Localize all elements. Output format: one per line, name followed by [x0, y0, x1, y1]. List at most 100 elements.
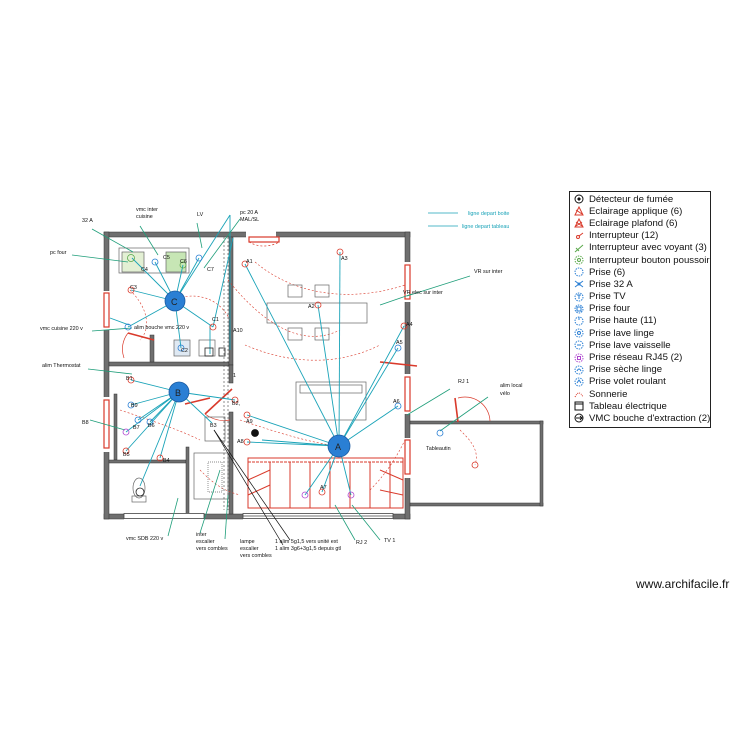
- tag-c3: C3: [130, 285, 137, 291]
- legend-label: Tableau électrique: [589, 400, 667, 412]
- legend-label: Interrupteur (12): [589, 230, 659, 242]
- callout-inter-esc-3: vers combles: [196, 546, 228, 552]
- vmc-vent-icon: [574, 413, 584, 423]
- tag-c5: C5: [163, 255, 170, 261]
- legend-label: Sonnerie: [589, 388, 628, 400]
- legend-label: Prise lave linge: [589, 327, 655, 339]
- legend-label: Interrupteur avec voyant (3): [589, 242, 707, 254]
- push-button-icon: [574, 255, 584, 265]
- callout-vr-elec: VR elec sur inter: [403, 290, 443, 296]
- legend-label: Prise lave vaisselle: [589, 339, 671, 351]
- legend-item: Prise volet roulant: [573, 376, 707, 388]
- tag-c4: C4: [141, 267, 148, 273]
- legend-item: Sonnerie: [573, 388, 707, 400]
- callout-lampe-esc-3: vers combles: [240, 553, 272, 559]
- doors: [103, 236, 491, 475]
- legend-label: Eclairage plafond (6): [589, 217, 678, 229]
- legend-label: Prise haute (11): [589, 315, 657, 327]
- legend-label: Prise sèche linge: [589, 364, 663, 376]
- callout-vmc-inter-1: vmc inter: [136, 207, 158, 213]
- callout-alim-local-1: alim local: [500, 383, 522, 389]
- wall-light-icon: [574, 206, 584, 216]
- smoke-detector-icon: [574, 194, 584, 204]
- callout-vmc-inter-2: cuisine: [136, 214, 153, 220]
- windows: [123, 513, 394, 519]
- legend: Détecteur de fumée Eclairage applique (6…: [569, 191, 711, 428]
- legend-item: Prise lave vaisselle: [573, 339, 707, 351]
- circuit-b-label: B: [175, 388, 181, 398]
- switch-icon: [576, 232, 584, 239]
- plan-labels: ligne depart boite ligne depart tableau …: [40, 207, 522, 559]
- callout-alim-thermostat: alim Thermostat: [42, 363, 81, 369]
- socket-icon: [574, 267, 584, 277]
- bell-icon: [574, 392, 584, 398]
- callout-tableautin: Tableautin: [426, 446, 451, 452]
- legend-item: Eclairage applique (6): [573, 205, 707, 217]
- legend-item: Eclairage plafond (6): [573, 217, 707, 229]
- tag-a5: A5: [396, 340, 403, 346]
- tag-b8: B8: [82, 420, 89, 426]
- tag-b1: B1: [126, 376, 133, 382]
- tag-c2: C2: [181, 348, 188, 354]
- tag-b4: B4: [163, 458, 170, 464]
- tag-a10: A10: [233, 328, 243, 334]
- legend-label: Prise four: [589, 303, 631, 315]
- legend-label: Détecteur de fumée: [589, 193, 674, 205]
- legend-label: Prise réseau RJ45 (2): [589, 352, 683, 364]
- tag-b7: B7: [133, 425, 140, 431]
- callout-lampe-esc-2: escalier: [240, 546, 259, 552]
- junction-boxes: C B A: [164, 290, 351, 458]
- tag-a4: A4: [406, 322, 413, 328]
- callout-alim-local-2: vélo: [500, 391, 510, 397]
- legend-label: Eclairage applique (6): [589, 205, 683, 217]
- legend-label: Prise TV: [589, 291, 626, 303]
- legend-item: Prise TV: [573, 291, 707, 303]
- socket-32a-icon: [574, 281, 584, 288]
- legend-label: Interrupteur bouton poussoir: [589, 254, 710, 266]
- callout-32a: 32 A: [82, 218, 93, 224]
- legend-item: Prise haute (11): [573, 315, 707, 327]
- tag-c1: C1: [212, 317, 219, 323]
- legend-label: Prise volet roulant: [589, 376, 666, 388]
- legend-item: Prise (6): [573, 266, 707, 278]
- tag-one: 1: [233, 373, 236, 379]
- legend-label: Prise 32 A: [589, 278, 633, 290]
- washer-socket-icon: [574, 328, 584, 338]
- legend-label: VMC bouche d'extraction (2): [589, 412, 711, 424]
- supply-lines: [213, 429, 291, 546]
- tag-c6: C6: [180, 259, 187, 265]
- legend-item: Détecteur de fumée: [573, 193, 707, 205]
- callout-alim-1: 1 alim 5g1,5 vers unité ext: [275, 539, 338, 545]
- legend-item: Prise réseau RJ45 (2): [573, 351, 707, 363]
- legend-item: Prise 32 A: [573, 278, 707, 290]
- legend-item: Interrupteur bouton poussoir: [573, 254, 710, 266]
- key-depart-tableau: ligne depart tableau: [462, 224, 509, 230]
- callout-vmc-sdb: vmc SDB 220 v: [126, 536, 163, 542]
- electrical-symbols: [122, 248, 479, 499]
- callout-inter-esc-2: escalier: [196, 539, 215, 545]
- tag-b5: B5: [123, 452, 130, 458]
- tag-a9: A9: [246, 419, 253, 425]
- rj45-socket-icon: [574, 353, 584, 363]
- legend-item: Prise sèche linge: [573, 364, 707, 376]
- legend-item: Prise four: [573, 303, 707, 315]
- shutter-socket-icon: [574, 377, 584, 387]
- callout-inter-esc-1: inter: [196, 532, 207, 538]
- callout-lv: LV: [197, 212, 204, 218]
- tag-b3: B3: [210, 423, 217, 429]
- dryer-socket-icon: [574, 365, 584, 375]
- electrical-panel-icon: [574, 401, 584, 411]
- ceiling-light-icon: [574, 218, 584, 228]
- openings: [103, 231, 411, 520]
- callout-vr-inter: VR sur inter: [474, 269, 503, 275]
- callout-rj2: RJ 2: [356, 540, 367, 546]
- key-depart-boite: ligne depart boite: [468, 211, 509, 217]
- callout-lampe-esc-1: lampe: [240, 539, 255, 545]
- callout-alim-bouche: alim bouche vmc 220 v: [134, 325, 189, 331]
- credit-text: www.archifacile.fr: [636, 577, 730, 591]
- callout-pc20-2: MAL/SL: [240, 217, 259, 223]
- callout-pc-four: pc four: [50, 250, 67, 256]
- callout-tv1: TV 1: [384, 538, 395, 544]
- lit-switch-icon: [574, 244, 584, 253]
- dishwasher-socket-icon: [574, 340, 584, 350]
